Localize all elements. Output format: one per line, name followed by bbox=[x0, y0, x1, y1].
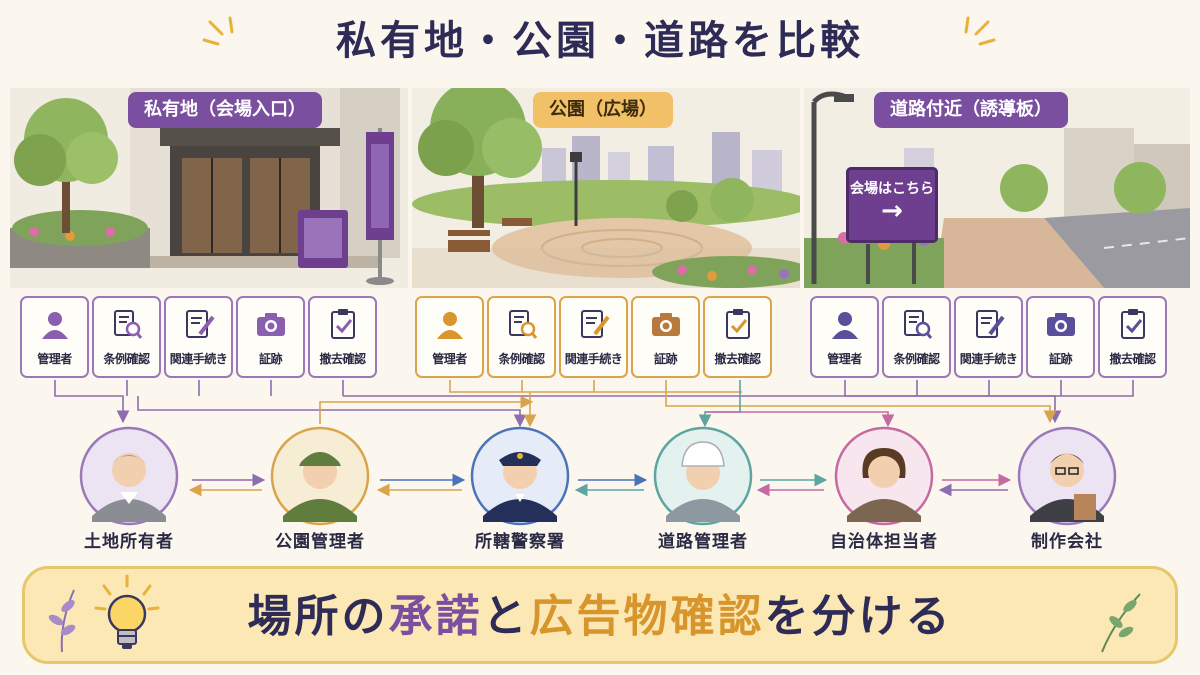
check-card-private-removal: 撤去確認 bbox=[308, 296, 377, 378]
check-card-road-manager: 管理者 bbox=[810, 296, 879, 378]
title-sparkle-right bbox=[964, 16, 996, 46]
stakeholder-label: 道路管理者 bbox=[658, 532, 748, 552]
leaf-decoration-left-icon bbox=[48, 589, 76, 653]
banner-highlight-ad-check: 広告物確認 bbox=[529, 591, 765, 642]
scene-label-park: 公園（広場） bbox=[533, 92, 673, 128]
stakeholder-label: 所轄警察署 bbox=[475, 532, 565, 552]
check-card-label: 証跡 bbox=[1048, 352, 1073, 366]
stakeholder-production-company bbox=[1008, 426, 1126, 526]
banner-part: を分ける bbox=[764, 591, 953, 642]
check-card-label: 撤去確認 bbox=[714, 352, 761, 366]
camera-icon bbox=[651, 313, 680, 336]
check-card-label: 管理者 bbox=[432, 352, 467, 366]
title-sparkle-left bbox=[202, 16, 234, 46]
pencil-document-icon bbox=[975, 310, 1005, 338]
summary-banner bbox=[22, 566, 1178, 664]
check-card-label: 関連手続き bbox=[564, 352, 623, 366]
page-title: 私有地・公園・道路を比較 bbox=[336, 18, 864, 64]
check-card-label: 関連手続き bbox=[959, 352, 1018, 366]
check-card-label: 証跡 bbox=[653, 352, 678, 366]
pencil-document-icon bbox=[580, 310, 610, 338]
clipboard-check-icon bbox=[330, 309, 355, 339]
lightbulb-icon bbox=[94, 574, 160, 649]
banner-part: 場所の bbox=[247, 591, 389, 642]
check-card-road-procedure: 関連手続き bbox=[954, 296, 1023, 378]
summary-banner-text: 場所の承諾と広告物確認を分ける bbox=[0, 580, 1200, 644]
check-card-private-evidence: 証跡 bbox=[236, 296, 305, 378]
banner-part: と bbox=[482, 591, 530, 642]
check-card-private-ordinance: 条例確認 bbox=[92, 296, 161, 378]
stakeholder-municipality bbox=[825, 426, 943, 526]
check-card-park-evidence: 証跡 bbox=[631, 296, 700, 378]
check-card-road-ordinance: 条例確認 bbox=[882, 296, 951, 378]
check-card-label: 撤去確認 bbox=[319, 352, 366, 366]
stakeholder-label: 公園管理者 bbox=[275, 532, 365, 552]
stakeholder-label: 自治体担当者 bbox=[830, 532, 938, 552]
guide-sign-arrow-icon: → bbox=[881, 196, 903, 226]
stakeholder-landowner bbox=[70, 426, 188, 526]
person-icon bbox=[436, 312, 463, 339]
check-card-park-ordinance: 条例確認 bbox=[487, 296, 556, 378]
check-card-label: 関連手続き bbox=[169, 352, 228, 366]
stakeholder-road-manager bbox=[644, 426, 762, 526]
magnifier-document-icon bbox=[508, 310, 537, 339]
magnifier-document-icon bbox=[903, 310, 932, 339]
person-icon bbox=[831, 312, 858, 339]
check-card-private-procedure: 関連手続き bbox=[164, 296, 233, 378]
banner-highlight-consent: 承諾 bbox=[388, 591, 483, 642]
check-card-label: 条例確認 bbox=[103, 352, 150, 366]
check-card-private-manager: 管理者 bbox=[20, 296, 89, 378]
check-card-label: 撤去確認 bbox=[1109, 352, 1156, 366]
stakeholder-park-manager bbox=[261, 426, 379, 526]
guide-sign bbox=[846, 167, 938, 243]
check-card-label: 条例確認 bbox=[498, 352, 545, 366]
check-card-park-manager: 管理者 bbox=[415, 296, 484, 378]
magnifier-document-icon bbox=[113, 310, 142, 339]
stakeholder-label: 制作会社 bbox=[1031, 532, 1103, 552]
scene-label-private-land: 私有地（会場入口） bbox=[128, 92, 322, 128]
guide-sign-text: 会場はこちら bbox=[850, 181, 934, 197]
check-card-label: 条例確認 bbox=[893, 352, 940, 366]
stakeholder-police-station bbox=[461, 426, 579, 526]
camera-icon bbox=[1046, 313, 1075, 336]
check-card-label: 証跡 bbox=[258, 352, 283, 366]
check-card-park-removal: 撤去確認 bbox=[703, 296, 772, 378]
check-card-road-removal: 撤去確認 bbox=[1098, 296, 1167, 378]
check-card-road-evidence: 証跡 bbox=[1026, 296, 1095, 378]
pencil-document-icon bbox=[185, 310, 215, 338]
person-icon bbox=[41, 312, 68, 339]
camera-icon bbox=[256, 313, 285, 336]
stakeholder-label: 土地所有者 bbox=[84, 532, 174, 552]
check-card-label: 管理者 bbox=[37, 352, 72, 366]
check-card-label: 管理者 bbox=[827, 352, 862, 366]
leaf-decoration-right-icon bbox=[1101, 593, 1141, 653]
clipboard-check-icon bbox=[1120, 309, 1145, 339]
clipboard-check-icon bbox=[725, 309, 750, 339]
scene-label-road: 道路付近（誘導板） bbox=[874, 92, 1068, 128]
check-card-park-procedure: 関連手続き bbox=[559, 296, 628, 378]
